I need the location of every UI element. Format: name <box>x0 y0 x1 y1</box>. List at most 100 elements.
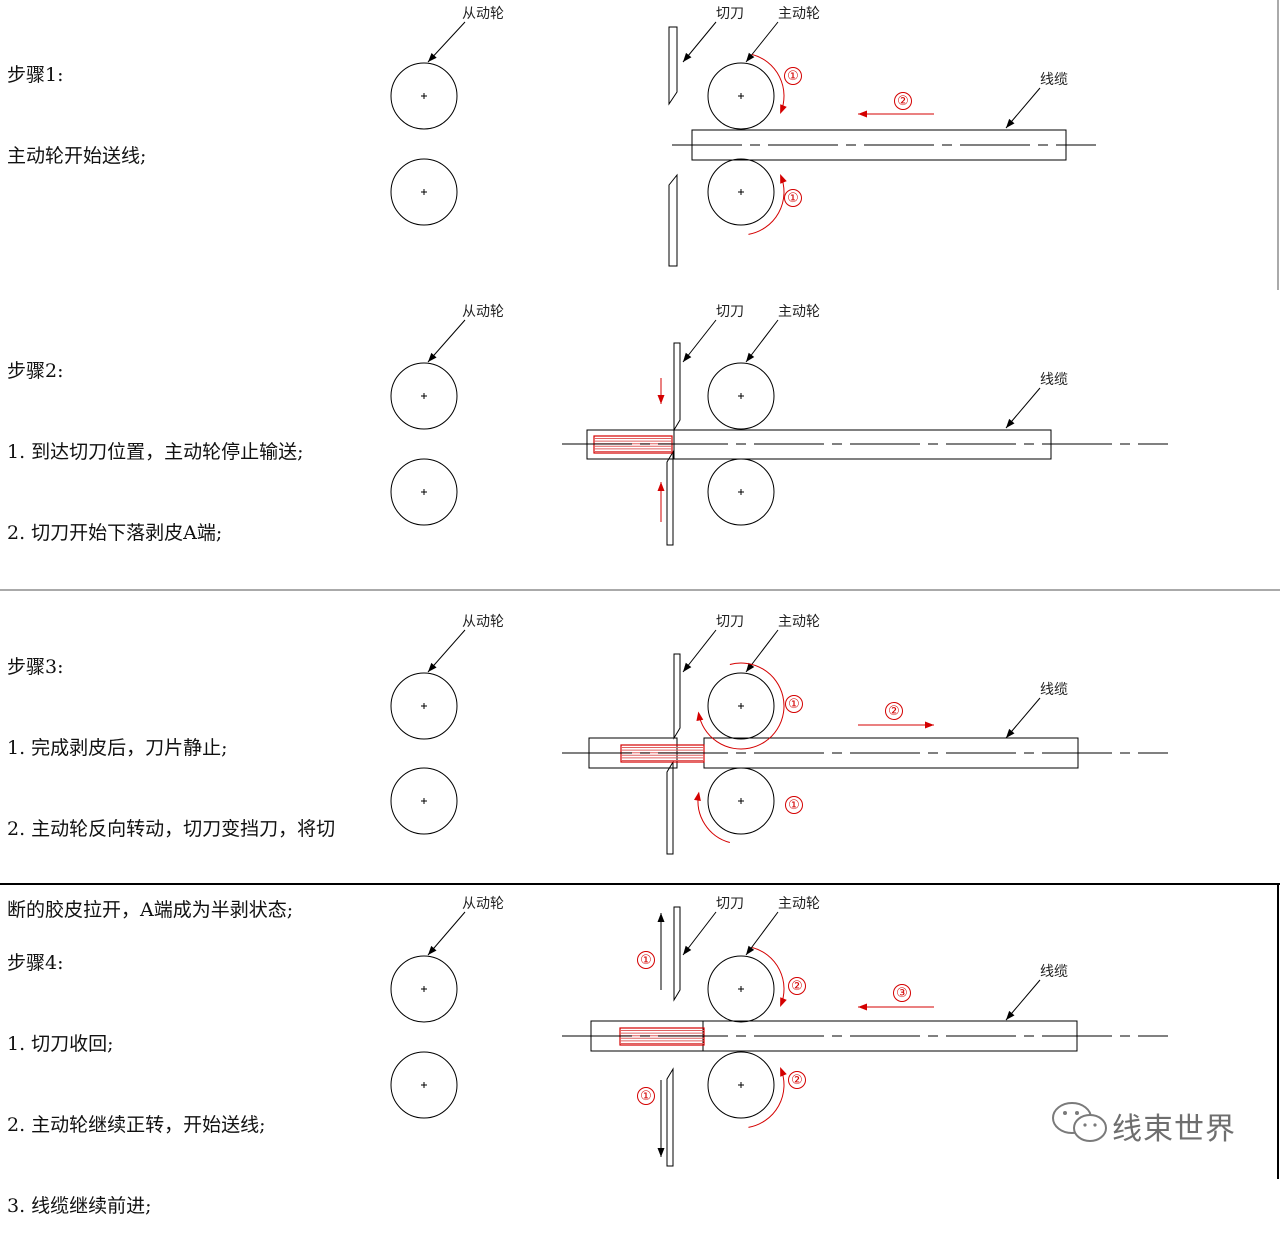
step1-drive-wheel-top <box>707 62 775 130</box>
step4-cutter-leader-head <box>683 945 692 955</box>
step3-driven-leader <box>427 629 466 673</box>
step-1-line-1: 主动轮开始送线; <box>7 145 147 167</box>
step4-rot-top-head <box>780 997 787 1007</box>
step-2-line-2: 2. 切刀开始下落剥皮A端; <box>7 522 223 544</box>
step4-driven-label: 从动轮 <box>462 896 504 912</box>
wechat-icon-eye-4 <box>1093 1123 1097 1127</box>
step-3-line-3: 断的胶皮拉开，A端成为半剥状态; <box>7 899 294 921</box>
step-2-title: 步骤2: <box>7 360 64 382</box>
step4-marker-1b-ring <box>637 1087 655 1105</box>
step3-rot-top-arc <box>698 662 785 750</box>
step1-blade-top <box>668 26 678 106</box>
step1-drive-leader-head <box>746 52 755 62</box>
step2-cutter-label: 切刀 <box>716 304 744 320</box>
step3-retract-arrow-head <box>925 721 934 729</box>
step4-drive-wheel-bottom <box>707 1051 775 1119</box>
step3-driven-label: 从动轮 <box>462 614 504 630</box>
step2-cable-label: 线缆 <box>1040 372 1068 388</box>
step4-blade-bottom <box>666 1067 674 1167</box>
step2-driven-wheel-top <box>390 362 458 430</box>
step-4-line-1: 1. 切刀收回; <box>7 1033 114 1055</box>
step1-marker-2-ring <box>894 92 912 110</box>
step4-rot-bottom-arc <box>748 1068 785 1128</box>
step3-drive-leader-head <box>746 662 755 672</box>
step-3-title: 步骤3: <box>7 656 64 678</box>
step1-driven-label: 从动轮 <box>462 6 504 22</box>
step4-rot-top-arc <box>751 946 785 1006</box>
step-1-text: 步骤1: 主动轮开始送线; <box>7 8 146 197</box>
step1-driven-wheel-bottom <box>390 158 458 226</box>
step1-driven-leader <box>427 21 466 63</box>
step1-cable-leader-head <box>1006 118 1015 128</box>
step1-drive-wheel-bottom <box>707 158 775 226</box>
step4-blade-top <box>673 906 681 1002</box>
step4-marker-1b-text: ① <box>640 1089 652 1104</box>
wechat-icon-bubble-2 <box>1073 1114 1107 1142</box>
step4-blade-up-arrow-head <box>657 913 665 922</box>
step4-cable-label: 线缆 <box>1040 964 1068 980</box>
step3-marker-1b-ring <box>785 796 803 814</box>
step1-marker-1a-text: ① <box>787 69 799 84</box>
step1-marker-1b-ring <box>784 189 802 207</box>
step3-cable-label: 线缆 <box>1040 682 1068 698</box>
step3-blade-top <box>673 653 681 740</box>
step3-cutter-label: 切刀 <box>716 614 744 630</box>
step4-driven-leader <box>427 911 466 956</box>
watermark-text: 线束世界 <box>1112 1112 1236 1147</box>
step2-drive-label: 主动轮 <box>778 304 820 320</box>
step1-marker-1a-ring <box>784 67 802 85</box>
step4-rot-bottom-head <box>780 1067 787 1077</box>
step1-driven-leader-head <box>428 53 437 62</box>
step4-feed-arrow-head <box>858 1003 867 1011</box>
step1-marker-1b-text: ① <box>787 191 799 206</box>
step2-blade-down-arrow-head <box>657 395 665 404</box>
step-4-title: 步骤4: <box>7 952 64 974</box>
step-3-text: 步骤3: 1. 完成剥皮后，刀片静止; 2. 主动轮反向转动，切刀变挡刀，将切 … <box>7 600 335 951</box>
step2-blade-up-arrow-head <box>657 482 665 491</box>
step1-rot-bottom-arc <box>748 175 785 235</box>
step3-rot-bottom-arc <box>697 793 731 844</box>
step3-marker-2-ring <box>885 702 903 720</box>
step4-marker-1a-text: ① <box>640 953 652 968</box>
step4-marker-2b-text: ② <box>791 1073 803 1088</box>
step4-drive-label: 主动轮 <box>778 896 820 912</box>
step4-drive-wheel-top <box>707 955 775 1023</box>
step4-blade-down-arrow-head <box>657 1148 665 1157</box>
step1-rot-top-head <box>780 104 787 114</box>
step-2-line-1: 1. 到达切刀位置，主动轮停止输送; <box>7 441 304 463</box>
step2-driven-wheel-bottom <box>390 458 458 526</box>
step4-marker-3-ring <box>893 984 911 1002</box>
step1-marker-2-text: ② <box>897 94 909 109</box>
step4-cutter-leader <box>682 911 717 956</box>
step4-marker-1a-ring <box>637 951 655 969</box>
step4-marker-2a-text: ② <box>791 979 803 994</box>
step3-rot-top-head <box>696 711 704 721</box>
step2-cable-leader-head <box>1006 418 1015 428</box>
step1-cutter-leader-head <box>683 52 692 62</box>
step-4-line-3: 3. 线缆继续前进; <box>7 1195 152 1217</box>
step4-cutter-label: 切刀 <box>716 896 744 912</box>
wechat-icon-eye-1 <box>1063 1111 1067 1115</box>
step3-marker-1a-ring <box>785 695 803 713</box>
step3-driven-leader-head <box>428 662 437 672</box>
step4-driven-wheel-bottom <box>390 1051 458 1119</box>
step3-drive-wheel-top <box>707 672 775 740</box>
step3-marker-2-text: ② <box>888 704 900 719</box>
step2-driven-leader-head <box>428 352 437 362</box>
step-4-text: 步骤4: 1. 切刀收回; 2. 主动轮继续正转，开始送线; 3. 线缆继续前进… <box>7 896 266 1247</box>
step2-driven-leader <box>427 319 466 363</box>
wechat-icon-eye-3 <box>1083 1123 1087 1127</box>
step1-driven-wheel-top <box>390 62 458 130</box>
step4-marker-2a-ring <box>788 977 806 995</box>
step2-blade-top <box>673 342 681 432</box>
step1-rot-top-arc <box>751 53 785 113</box>
step1-cutter-label: 切刀 <box>716 6 744 22</box>
step4-marker-2b-ring <box>788 1071 806 1089</box>
step2-drive-wheel-top <box>707 362 775 430</box>
step3-driven-wheel-bottom <box>390 767 458 835</box>
step-2-text: 步骤2: 1. 到达切刀位置，主动轮停止输送; 2. 切刀开始下落剥皮A端; <box>7 304 304 574</box>
step3-cable-leader-head <box>1006 728 1015 738</box>
step2-drive-leader-head <box>746 352 755 362</box>
step3-rot-bottom-head <box>693 791 701 802</box>
step-1-title: 步骤1: <box>7 64 64 86</box>
